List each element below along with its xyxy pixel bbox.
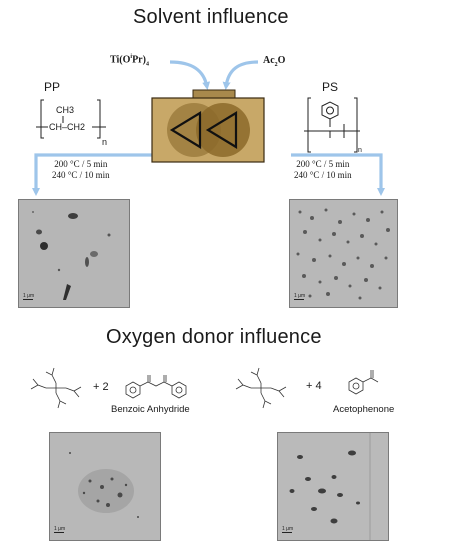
right-conditions: 200 °C / 5 min 240 °C / 10 min (294, 159, 352, 181)
tem-image-acetophenone: 1 μm (277, 432, 389, 541)
tem-ba-features (50, 433, 160, 540)
left-condition-2: 240 °C / 10 min (52, 170, 110, 180)
right-reagent-arrow (222, 60, 259, 90)
left-outlet-arrow (32, 153, 152, 196)
tem-image-pp: 1 μm (18, 199, 130, 308)
scale-label-ac: 1 μm (282, 526, 294, 532)
solvent-title: Solvent influence (133, 6, 289, 28)
tem-image-benzoic-anhydride: 1 μm (49, 432, 161, 541)
pp-methyl-group: CH3 (56, 105, 75, 115)
coefficient-right: + 4 (306, 380, 322, 392)
left-reagent-arrow (169, 60, 211, 90)
tem-pp-features (19, 200, 129, 307)
right-condition-1: 200 °C / 5 min (296, 159, 350, 169)
reagent-ti-isopropoxide: Ti(OiPr)4 (110, 54, 149, 68)
outlet-arrows (32, 153, 385, 196)
right-condition-2: 240 °C / 10 min (294, 170, 352, 180)
tem-ac-features (278, 433, 388, 540)
coefficient-left: + 2 (93, 381, 109, 393)
ps-structure (304, 97, 360, 153)
reagent-acetic-anhydride: Ac2O (263, 55, 286, 68)
acetophenone-structure (348, 370, 379, 395)
scale-label-ps: 1 μm (294, 293, 306, 299)
ti-isopropoxide-structure-right (235, 367, 287, 409)
pp-backbone: CH–CH2 (49, 122, 86, 132)
left-conditions: 200 °C / 5 min 240 °C / 10 min (52, 159, 110, 181)
pp-structure (36, 99, 106, 139)
tem-image-ps: 1 μm (289, 199, 398, 308)
ps-label: PS (322, 80, 339, 94)
ps-repeat-n: n (358, 147, 362, 154)
pp-label: PP (44, 80, 61, 94)
donor-label-acetophenone: Acetophenone (333, 404, 395, 415)
oxygen-donor-title: Oxygen donor influence (106, 326, 322, 348)
donor-label-benzoic-anhydride: Benzoic Anhydride (111, 404, 190, 415)
scale-label-ba: 1 μm (54, 526, 66, 532)
ti-isopropoxide-structure (30, 367, 82, 409)
left-condition-1: 200 °C / 5 min (54, 159, 108, 169)
scale-label-pp: 1 μm (23, 293, 35, 299)
pp-repeat-n: n (102, 137, 108, 147)
reactor-icon (151, 89, 265, 163)
tem-ps-features (290, 200, 397, 307)
reagent-arrows (169, 60, 259, 90)
right-outlet-arrow (291, 153, 385, 196)
benzoic-anhydride-structure (125, 375, 187, 399)
